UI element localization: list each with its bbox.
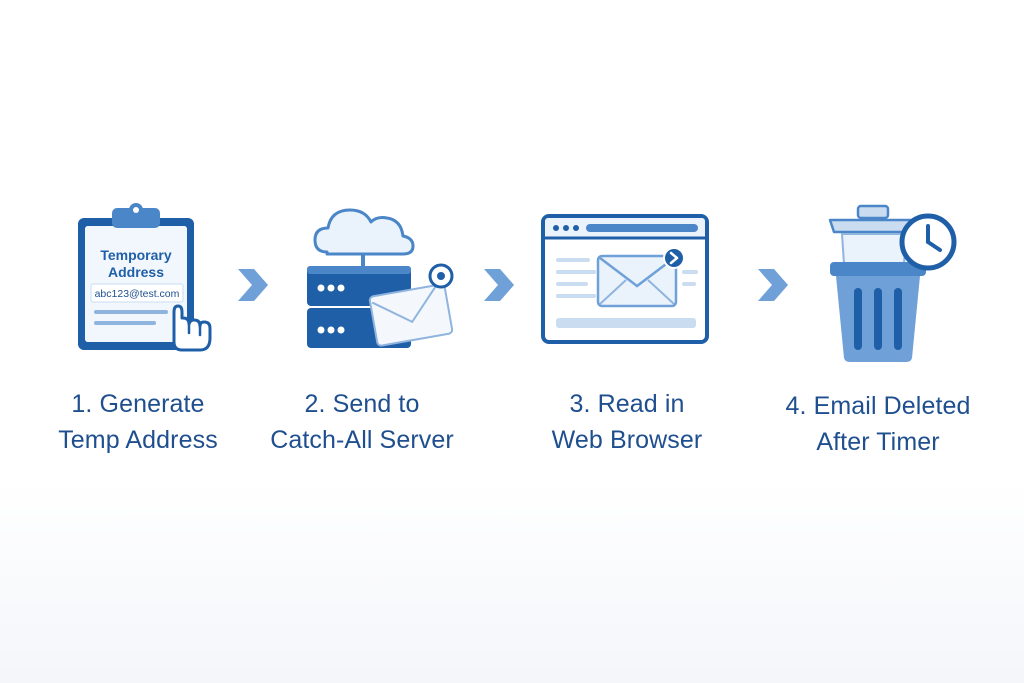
- step-3-caption-line2: Web Browser: [551, 426, 703, 454]
- step-1-caption: 1. Generate Temp Address: [28, 386, 248, 458]
- cloud-server-email-icon: [307, 208, 454, 348]
- step-2-caption: 2. Send to Catch-All Server: [252, 386, 472, 458]
- step-4-caption-line1: 4. Email Deleted: [785, 392, 971, 420]
- hand-pointer-icon: [172, 304, 212, 352]
- step-1-caption-line2: Temp Address: [58, 426, 218, 454]
- step-2-caption-line2: Catch-All Server: [270, 426, 454, 454]
- step-2-caption-line1: 2. Send to: [304, 390, 420, 418]
- envelope-icon: [368, 277, 454, 347]
- step-4-caption: 4. Email Deleted After Timer: [763, 388, 993, 460]
- browser-email-icon: [541, 214, 709, 344]
- chevron-right-icon: [758, 269, 788, 301]
- step-3-caption-line1: 3. Read in: [569, 390, 685, 418]
- clock-icon: [899, 213, 957, 271]
- clipboard-hand-icon: Temporary Address abc123@test.com: [78, 203, 212, 352]
- clipboard-email: abc123@test.com: [95, 288, 180, 300]
- trash-timer-icon: [828, 204, 957, 362]
- envelope-icon: [596, 254, 678, 308]
- chevron-right-icon: [484, 269, 514, 301]
- step-1-caption-line1: 1. Generate: [71, 390, 205, 418]
- clipboard-title-line1: Temporary: [100, 247, 172, 263]
- step-3-caption: 3. Read in Web Browser: [517, 386, 737, 458]
- chevron-right-icon: [238, 269, 268, 301]
- clipboard-title-line2: Address: [108, 264, 164, 280]
- step-4-caption-line2: After Timer: [816, 428, 940, 456]
